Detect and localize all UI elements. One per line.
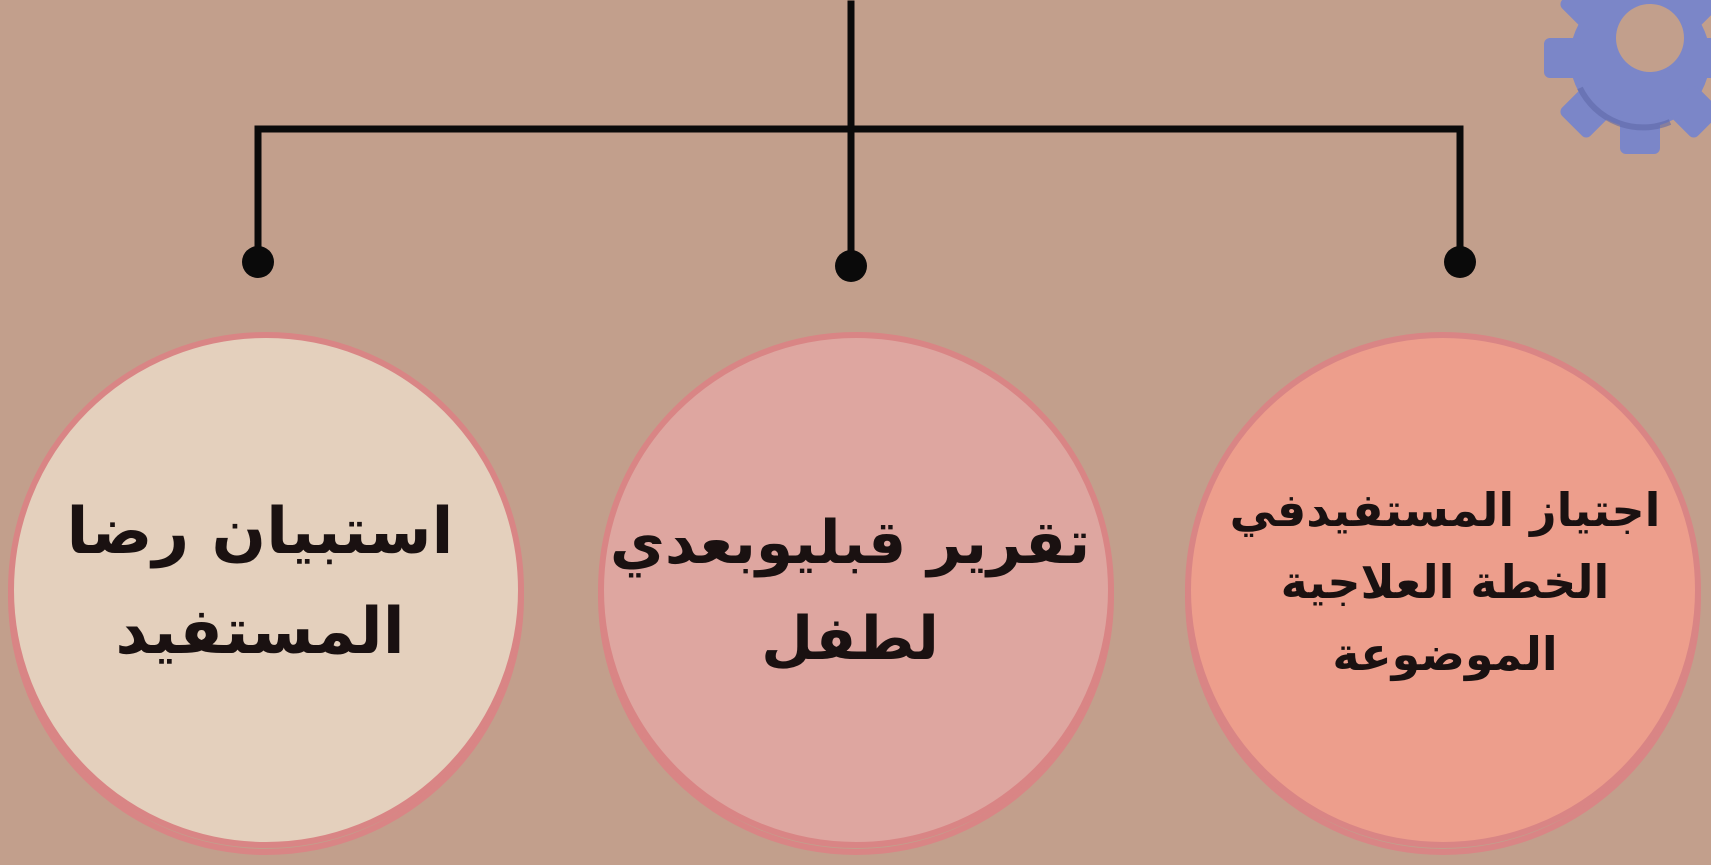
node-right-line-3: الموضوعة	[1332, 627, 1558, 681]
node-right-line-1: اجتياز المستفيدفي	[1229, 483, 1661, 537]
connector-lines	[254, 0, 1464, 268]
left-connector-dot	[242, 246, 274, 278]
node-right-line-2: الخطة العلاجية	[1280, 555, 1610, 609]
node-left-text: استبيان رضا المستفيد	[40, 482, 480, 682]
node-right	[1185, 332, 1701, 855]
node-middle-text: تقرير قبليوبعدي لطفل	[605, 495, 1095, 687]
connector-dots	[242, 246, 1476, 282]
right-connector-dot	[1444, 246, 1476, 278]
gear-icon	[1544, 0, 1711, 154]
node-right-text: اجتياز المستفيدفي الخطة العلاجية الموضوع…	[1200, 474, 1690, 690]
middle-connector-dot	[835, 250, 867, 282]
node-left-line-2: المستفيد	[115, 595, 405, 669]
node-left	[8, 332, 524, 855]
node-left-line-1: استبيان رضا	[66, 495, 454, 569]
node-middle-line-1: تقرير قبليوبعدي	[609, 508, 1091, 578]
node-middle	[598, 332, 1114, 855]
node-middle-line-2: لطفل	[761, 604, 939, 674]
